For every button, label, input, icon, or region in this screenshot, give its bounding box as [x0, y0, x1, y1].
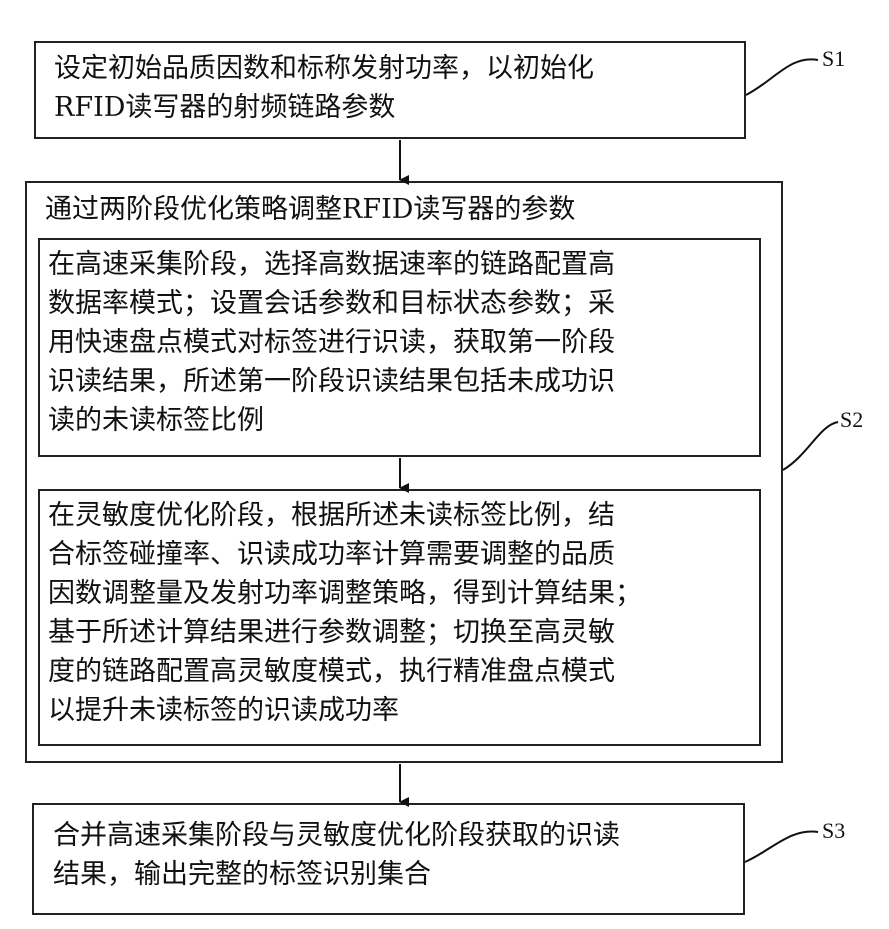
s1-label-leader [746, 59, 818, 95]
s3-label-leader [745, 832, 818, 862]
s2-label-leader [783, 422, 838, 470]
